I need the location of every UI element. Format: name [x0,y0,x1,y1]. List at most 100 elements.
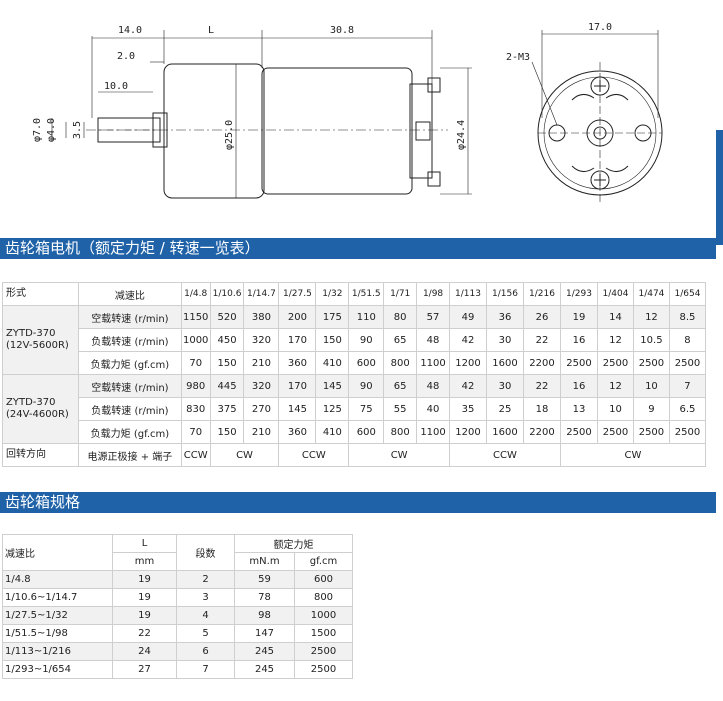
table-cell-mnm: 147 [234,624,295,643]
table-cell: 14 [596,305,634,329]
rotation-sub-label: 电源正极接 + 端子 [78,443,182,467]
header-ratio-value: 1/216 [522,282,561,306]
table-cell: 450 [209,328,245,352]
table-cell: 830 [180,397,211,421]
table-cell: 16 [559,374,598,398]
table-cell: 2500 [559,351,598,375]
table-cell: 49 [448,305,487,329]
table-cell: 25 [485,397,524,421]
table-cell: 42 [448,328,487,352]
table-cell-stages: 3 [176,588,235,607]
header-gfcm: gf.cm [294,552,353,571]
table-cell: 40 [416,397,450,421]
table-cell: 22 [522,374,561,398]
table-cell-mnm: 245 [234,642,295,661]
table-cell: 6.5 [668,397,707,421]
table-cell: 12 [596,374,634,398]
end-cap [409,83,433,179]
table-cell: 410 [315,420,350,444]
table-cell: 170 [278,328,317,352]
table-cell: 210 [243,351,280,375]
table-cell-gfcm: 600 [294,570,353,589]
header-ratio-value: 1/51.5 [348,282,385,306]
table-cell: 19 [559,305,598,329]
table-cell: 10.5 [632,328,670,352]
table-cell: 170 [278,374,317,398]
table-cell: 145 [315,374,350,398]
dim-dia-7: φ7.0 [32,118,43,142]
section-title-gearbox: 齿轮箱规格 [0,492,716,513]
rotation-direction: CW [209,443,280,467]
dim-3-5: 3.5 [72,121,83,139]
dim-2-m3: 2-M3 [506,52,530,63]
table-cell: 800 [383,351,418,375]
table-cell: 320 [243,374,280,398]
table-cell: 35 [448,397,487,421]
table-cell: 320 [243,328,280,352]
table-cell-stages: 4 [176,606,235,625]
table-cell: 7 [668,374,707,398]
table-cell-L: 19 [112,570,177,589]
table-cell-mnm: 98 [234,606,295,625]
table-cell: 110 [348,305,385,329]
dim-dia-4: φ4.0 [46,118,57,142]
rotation-label: 回转方向 [1,443,80,467]
table-cell: 16 [559,328,598,352]
dim-L: L [208,25,214,36]
table-cell: 13 [559,397,598,421]
dim-17: 17.0 [588,22,612,33]
table-cell-L: 22 [112,624,177,643]
table-cell: 1100 [416,351,450,375]
table-cell: 2500 [596,420,634,444]
table-cell-gfcm: 1500 [294,624,353,643]
table-cell: 445 [209,374,245,398]
row-label: 负载力矩 (gf.cm) [78,351,182,375]
table-cell: 175 [315,305,350,329]
table-subheader-row: mm mN.m gf.cm [3,552,353,571]
table-cell: 10 [632,374,670,398]
table-cell: 145 [278,397,317,421]
table-cell: 2200 [522,351,561,375]
table-cell: 2500 [632,420,670,444]
table-cell-stages: 5 [176,624,235,643]
row-label: 负载转速 (r/min) [78,328,182,352]
table-cell: 1000 [180,328,211,352]
table-cell-stages: 7 [176,660,235,679]
rotation-direction: CCW [448,443,561,467]
table-cell: 125 [315,397,350,421]
section-title-motor: 齿轮箱电机（额定力矩 / 转速一览表） [0,238,716,259]
dim-2: 2.0 [117,51,135,62]
terminal-top [427,77,441,93]
table-cell: 2200 [522,420,561,444]
table-cell: 90 [348,328,385,352]
table-cell: 70 [180,420,211,444]
header-ratio-value: 1/27.5 [278,282,317,306]
dim-14: 14.0 [118,25,142,36]
table-cell: 2500 [559,420,598,444]
header-mnm: mN.m [234,552,295,571]
table-cell-L: 27 [112,660,177,679]
row-label: 负载转速 (r/min) [78,397,182,421]
table-cell: 980 [180,374,211,398]
header-ratio-value: 1/10.6 [209,282,245,306]
table-cell-gfcm: 2500 [294,660,353,679]
table-cell: 8.5 [668,305,707,329]
table-cell: 210 [243,420,280,444]
table-cell: 410 [315,351,350,375]
header-ratio-value: 1/156 [485,282,524,306]
header-ratio-value: 1/4.8 [180,282,211,306]
table-cell: 80 [383,305,418,329]
table-cell: 150 [315,328,350,352]
model-name: ZYTD-370 (24V-4600R) [1,374,80,444]
table-cell: 65 [383,374,418,398]
